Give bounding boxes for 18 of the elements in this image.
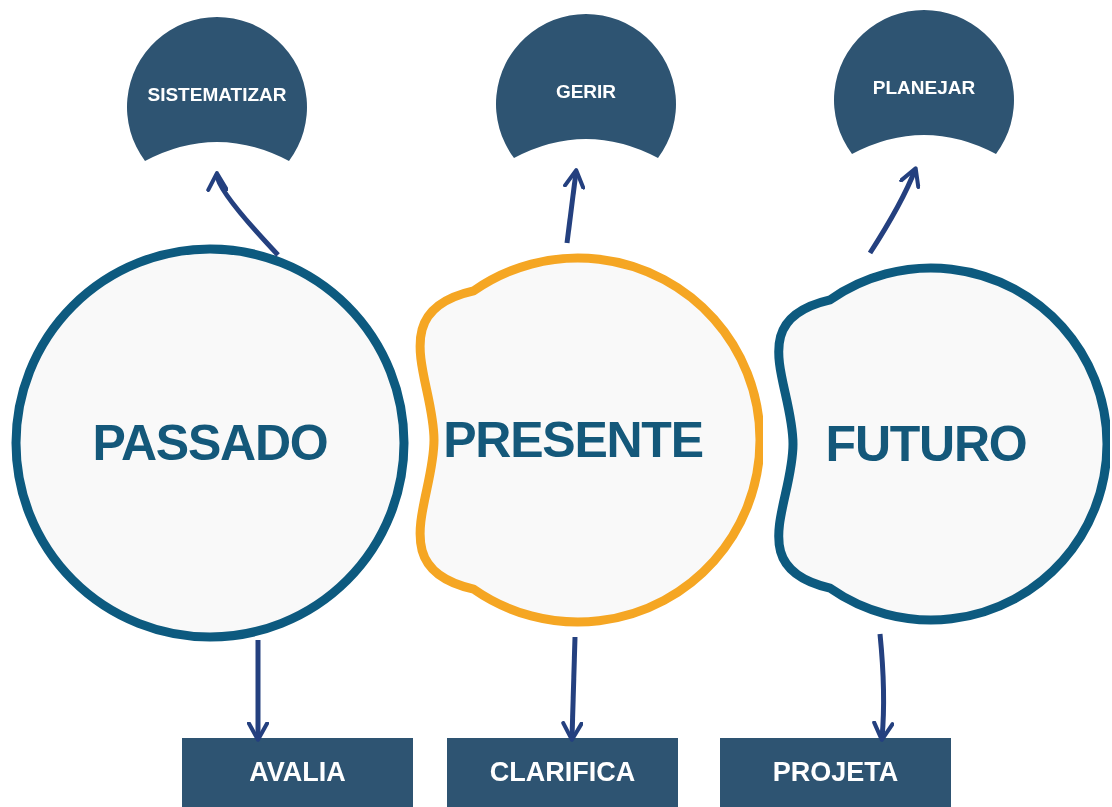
curved-arrow — [872, 633, 895, 742]
curved-arrow — [246, 640, 270, 742]
node-label: GERIR — [555, 79, 617, 104]
node-label: PLANEJAR — [872, 75, 976, 100]
label-box — [720, 738, 951, 807]
curved-arrow — [208, 171, 280, 257]
node-label: AVALIA — [249, 756, 346, 790]
curved-arrow — [563, 168, 586, 244]
node-label: PRESENTE — [443, 410, 703, 470]
node-label: SISTEMATIZAR — [147, 82, 287, 107]
curved-arrow — [867, 166, 921, 255]
label-box — [182, 738, 413, 807]
node-label: FUTURO — [825, 414, 1027, 474]
node-label: PASSADO — [92, 413, 328, 473]
node-label: PROJETA — [772, 756, 899, 790]
curved-arrow — [561, 636, 584, 742]
node-label: CLARIFICA — [489, 756, 636, 790]
label-box — [447, 738, 678, 807]
